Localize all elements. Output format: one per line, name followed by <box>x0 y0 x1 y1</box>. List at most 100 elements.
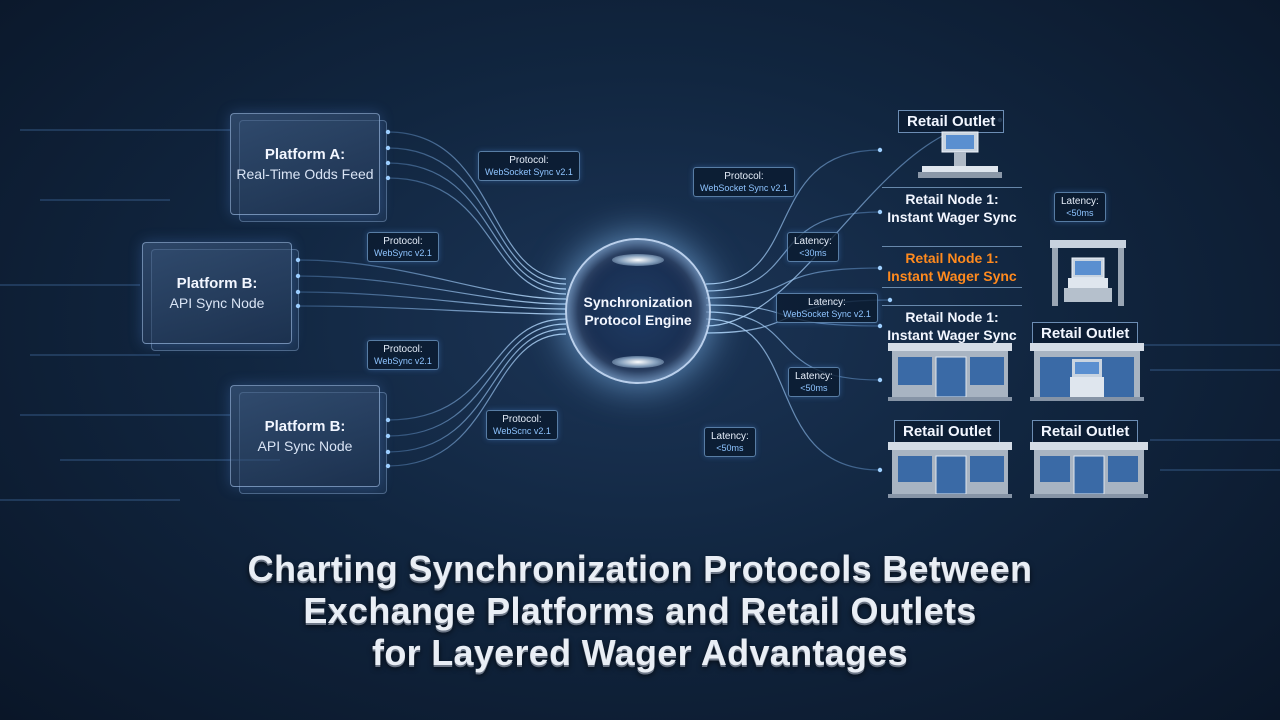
protocol-tag-value: WebSocket Sync v2.1 <box>485 167 573 177</box>
connection-line <box>297 305 567 315</box>
platform-a-card: Platform A: Real-Time Odds Feed <box>230 113 387 222</box>
retail-outlet-label-top: Retail Outlet <box>898 110 1005 133</box>
title-line-3: for Layered Wager Advantages <box>372 632 908 673</box>
connector-dot <box>877 265 883 271</box>
title-line-2: Exchange Platforms and Retail Outlets <box>303 590 977 631</box>
connector-dot <box>877 323 883 329</box>
connector-dot <box>295 303 301 309</box>
retail-node-1: Retail Node 1: Instant Wager Sync <box>882 187 1022 226</box>
title-line-1: Charting Synchronization Protocols Betwe… <box>247 548 1033 589</box>
latency-tag: Latency: <50ms <box>1054 192 1106 222</box>
kiosk-icon <box>918 131 1002 178</box>
connector-dot <box>295 289 301 295</box>
latency-tag-label: Latency: <box>1061 196 1099 207</box>
latency-tag: Latency: <30ms <box>787 232 839 262</box>
platform-a-subtitle: Real-Time Odds Feed <box>236 166 374 182</box>
latency-tag-label: Latency: <box>794 236 832 247</box>
node-line2: Instant Wager Sync <box>887 209 1017 225</box>
connection-line <box>387 323 567 437</box>
connector-dot <box>385 463 391 469</box>
protocol-tag: Protocol: WebScnc v2.1 <box>486 410 558 440</box>
connection-line <box>387 147 567 285</box>
protocol-tag-label: Protocol: <box>509 155 549 166</box>
connection-line <box>387 318 567 421</box>
latency-tag: Latency: WebSocket Sync v2.1 <box>776 293 878 323</box>
retail-node-3: Retail Node 1: Instant Wager Sync <box>882 305 1022 344</box>
protocol-tag-label: Protocol: <box>383 344 423 355</box>
protocol-tag: Protocol: WebSocket Sync v2.1 <box>478 151 580 181</box>
retail-outlet-label: Retail Outlet <box>1032 322 1139 345</box>
connector-dot <box>877 147 883 153</box>
kiosk-stand-icon <box>1050 240 1126 306</box>
synchronization-engine: Synchronization Protocol Engine <box>565 238 711 384</box>
connection-line <box>705 318 881 471</box>
connection-line <box>387 131 567 280</box>
connector-dot <box>385 417 391 423</box>
platform-b2-title: Platform B: <box>264 418 346 435</box>
platform-b-title: Platform B: <box>176 275 258 292</box>
connector-dot <box>877 209 883 215</box>
connector-dot <box>385 433 391 439</box>
latency-tag-value: <30ms <box>799 248 827 258</box>
node-line1: Retail Node 1: <box>905 250 999 266</box>
connection-line <box>387 177 567 295</box>
connector-dot <box>385 129 391 135</box>
latency-tag-label: Latency: <box>795 371 833 382</box>
node-line2: Instant Wager Sync <box>887 327 1017 343</box>
latency-tag-value: <50ms <box>1066 208 1094 218</box>
node-line1: Retail Node 1: <box>905 191 999 207</box>
connector-dot <box>295 273 301 279</box>
connection-line <box>297 291 567 310</box>
storefront-icon <box>888 343 1012 401</box>
latency-tag-value: <50ms <box>800 383 828 393</box>
connection-line <box>705 211 881 292</box>
storefront-kiosk-icon <box>1030 343 1144 401</box>
connection-line <box>705 267 881 299</box>
node-line1: Retail Node 1: <box>905 309 999 325</box>
protocol-tag: Protocol: WebSync v2.1 <box>367 340 439 370</box>
connector-dot <box>887 297 893 303</box>
protocol-tag-value: WebSync v2.1 <box>374 248 432 258</box>
node-line2: Instant Wager Sync <box>887 268 1017 284</box>
protocol-tag: Protocol: WebSocket Sync v2.1 <box>693 167 795 197</box>
storefront-icon <box>1030 442 1148 498</box>
connector-dot <box>877 377 883 383</box>
retail-outlet-label: Retail Outlet <box>1032 420 1139 443</box>
engine-label-line1: Synchronization <box>583 294 693 310</box>
storefront-icon <box>888 442 1012 498</box>
protocol-tag-label: Protocol: <box>383 236 423 247</box>
latency-tag: Latency: <50ms <box>704 427 756 457</box>
connection-line <box>387 333 567 467</box>
protocol-tag-value: WebScnc v2.1 <box>493 426 551 436</box>
protocol-tag: Protocol: WebSync v2.1 <box>367 232 439 262</box>
connector-dot <box>385 175 391 181</box>
latency-tag-value: WebSocket Sync v2.1 <box>783 309 871 319</box>
latency-tag: Latency: <50ms <box>788 367 840 397</box>
connection-line <box>387 328 567 453</box>
platform-b-card: Platform B: API Sync Node <box>142 242 299 351</box>
connection-line <box>387 162 567 290</box>
retail-node-highlight: Retail Node 1: Instant Wager Sync <box>882 246 1022 288</box>
protocol-tag-value: WebSync v2.1 <box>374 356 432 366</box>
latency-tag-label: Latency: <box>808 297 846 308</box>
latency-tag-label: Latency: <box>711 431 749 442</box>
retail-outlet-label: Retail Outlet <box>894 420 1001 443</box>
protocol-tag-value: WebSocket Sync v2.1 <box>700 183 788 193</box>
connection-line <box>297 259 567 300</box>
connection-line <box>705 311 881 381</box>
main-title: Charting Synchronization Protocols Betwe… <box>0 548 1280 674</box>
platform-b2-card: Platform B: API Sync Node <box>230 385 387 494</box>
connection-line <box>297 275 567 305</box>
protocol-tag-label: Protocol: <box>502 414 542 425</box>
connector-dot <box>385 449 391 455</box>
connector-dot <box>385 145 391 151</box>
connection-line <box>705 149 881 285</box>
connector-dot <box>295 257 301 263</box>
connector-dot <box>877 467 883 473</box>
protocol-tag-label: Protocol: <box>724 171 764 182</box>
platform-b-subtitle: API Sync Node <box>169 295 265 311</box>
platform-a-title: Platform A: <box>264 146 346 163</box>
platform-b2-subtitle: API Sync Node <box>257 438 353 454</box>
connector-dot <box>385 160 391 166</box>
